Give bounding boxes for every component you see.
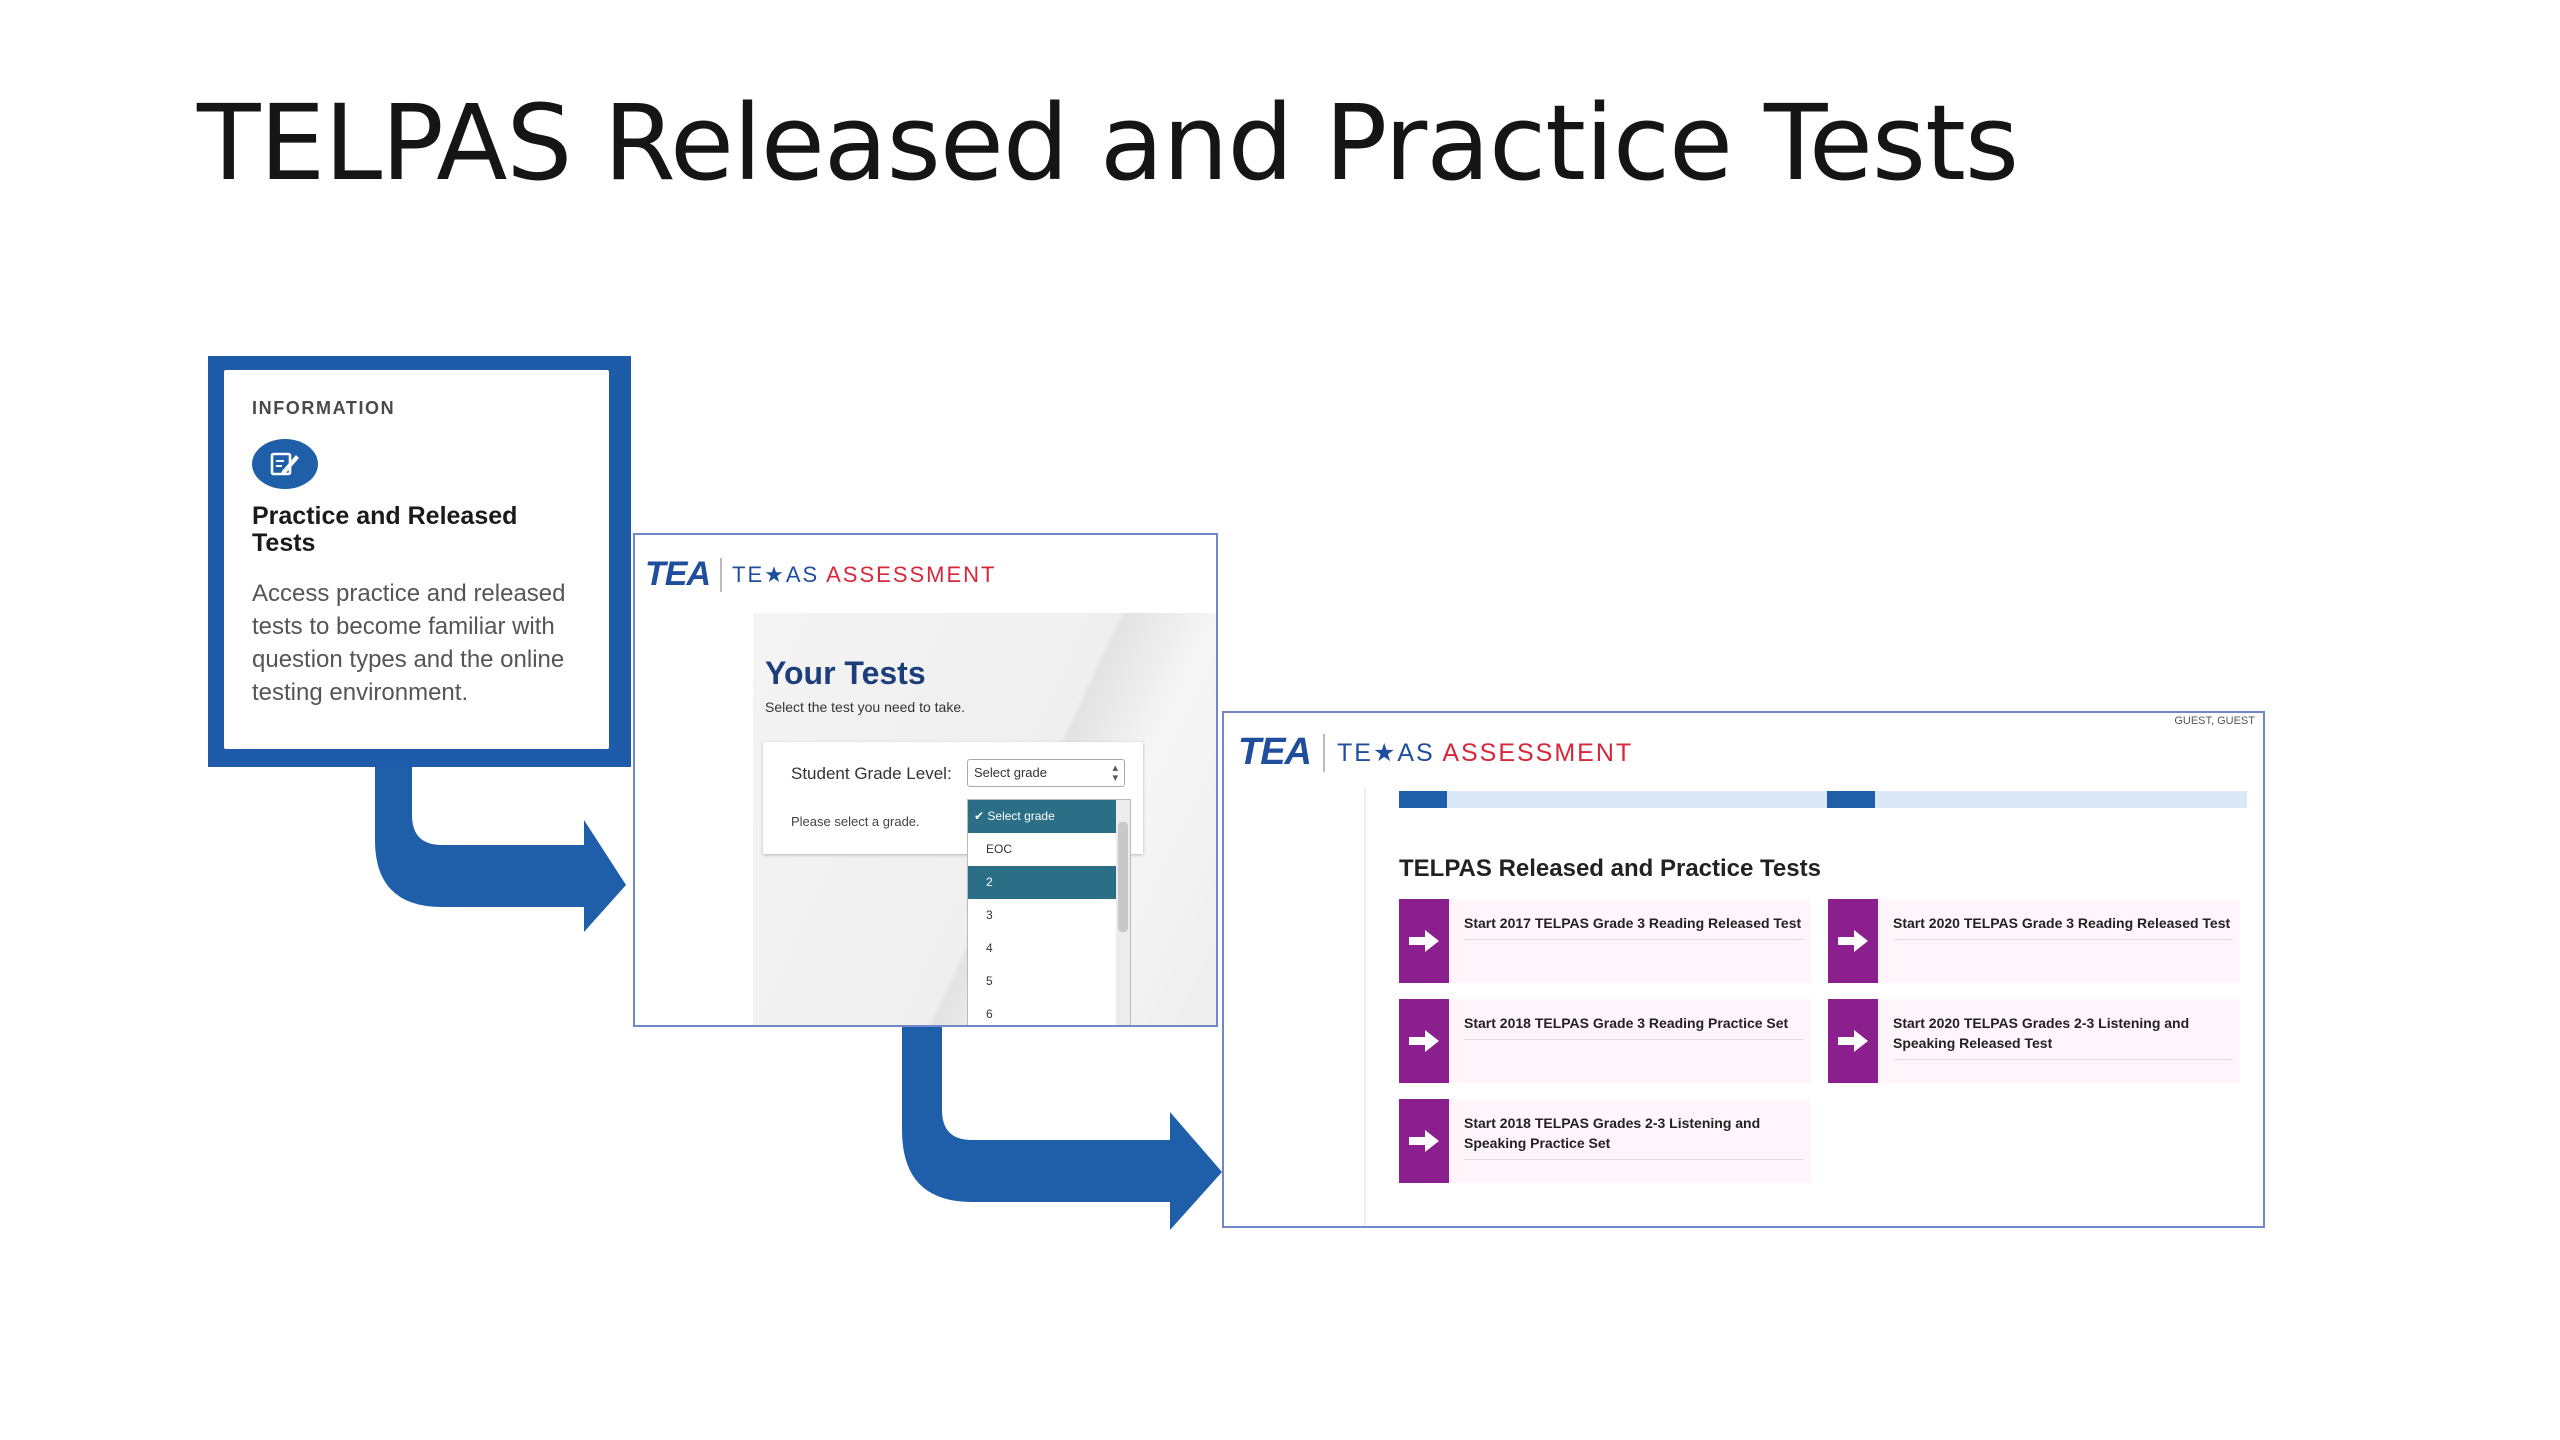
tests-list-title: TELPAS Released and Practice Tests: [1399, 855, 1821, 882]
test-label[interactable]: Start 2020 TELPAS Grades 2-3 Listening a…: [1893, 1013, 2233, 1060]
dropdown-option[interactable]: ✔ Select grade: [968, 800, 1116, 833]
test-label[interactable]: Start 2020 TELPAS Grade 3 Reading Releas…: [1893, 913, 2233, 940]
test-item[interactable]: Start 2018 TELPAS Grade 3 Reading Practi…: [1399, 999, 1811, 1083]
tea-logo: TEA: [645, 555, 711, 593]
star-icon: ★: [764, 561, 786, 587]
left-rail: [1364, 788, 1366, 1226]
tests-list-screenshot: GUEST, GUEST TEA TE★AS ASSESSMENT TELPAS…: [1222, 711, 2265, 1228]
your-tests-screenshot: TEA TE★AS ASSESSMENT Your Tests Select t…: [633, 533, 1218, 1027]
progress-segment: [1827, 791, 1875, 808]
arrow-right-icon: [1409, 1130, 1439, 1152]
logo-divider: [1323, 733, 1325, 772]
dropdown-option[interactable]: 3: [986, 908, 993, 922]
grade-hint: Please select a grade.: [791, 814, 920, 829]
info-card[interactable]: INFORMATION Practice and Released Tests …: [224, 370, 609, 749]
info-card-frame[interactable]: INFORMATION Practice and Released Tests …: [208, 356, 631, 767]
logo-divider: [720, 557, 722, 592]
test-item[interactable]: Start 2018 TELPAS Grades 2-3 Listening a…: [1399, 1099, 1811, 1183]
test-label[interactable]: Start 2018 TELPAS Grades 2-3 Listening a…: [1464, 1113, 1804, 1160]
start-test-button[interactable]: [1399, 1099, 1449, 1183]
texas-assessment-logo: TE★AS ASSESSMENT: [1337, 738, 1634, 767]
test-label[interactable]: Start 2018 TELPAS Grade 3 Reading Practi…: [1464, 1013, 1804, 1040]
start-test-button[interactable]: [1828, 999, 1878, 1083]
texas-assessment-logo: TE★AS ASSESSMENT: [732, 561, 997, 587]
document-edit-icon: [252, 439, 318, 489]
star-icon: ★: [1372, 738, 1398, 767]
test-item[interactable]: Start 2020 TELPAS Grade 3 Reading Releas…: [1828, 899, 2240, 983]
progress-track: [1399, 791, 2247, 808]
start-test-button[interactable]: [1399, 999, 1449, 1083]
arrow-right-icon: [1838, 1030, 1868, 1052]
test-item[interactable]: Start 2017 TELPAS Grade 3 Reading Releas…: [1399, 899, 1811, 983]
scrollbar-thumb[interactable]: [1118, 822, 1128, 932]
grade-dropdown-list[interactable]: ✔ Select grade EOC 2 3 4 5 6: [967, 799, 1131, 1025]
check-icon: ✔: [974, 809, 988, 823]
info-description: Access practice and released tests to be…: [252, 580, 566, 706]
info-heading: Practice and Released Tests: [252, 502, 518, 557]
updown-chevron-icon: ▴▾: [1112, 762, 1118, 784]
grade-select[interactable]: Select grade ▴▾: [967, 759, 1125, 787]
start-test-button[interactable]: [1828, 899, 1878, 983]
curved-arrow-icon: [902, 1026, 1222, 1230]
info-kicker: INFORMATION: [252, 398, 396, 418]
dropdown-option-selected[interactable]: 2: [968, 866, 1116, 899]
arrow-right-icon: [1409, 1030, 1439, 1052]
arrow-right-icon: [1838, 930, 1868, 952]
test-item[interactable]: Start 2020 TELPAS Grades 2-3 Listening a…: [1828, 999, 2240, 1083]
dropdown-option[interactable]: 5: [986, 974, 993, 988]
header-logos: TEA TE★AS ASSESSMENT: [1238, 731, 1633, 774]
slide-title: TELPAS Released and Practice Tests: [197, 82, 2019, 204]
start-test-button[interactable]: [1399, 899, 1449, 983]
grade-select-value: Select grade: [974, 765, 1047, 780]
dropdown-option[interactable]: 4: [986, 941, 993, 955]
dropdown-option[interactable]: 6: [986, 1007, 993, 1021]
header-logos: TEA TE★AS ASSESSMENT: [645, 555, 997, 594]
page-title: Your Tests: [765, 655, 926, 691]
tea-logo: TEA: [1238, 731, 1312, 773]
curved-arrow-icon: [375, 767, 626, 932]
page-subtitle: Select the test you need to take.: [765, 699, 966, 715]
arrow-right-icon: [1409, 930, 1439, 952]
dropdown-option[interactable]: EOC: [986, 842, 1013, 856]
user-name: GUEST, GUEST: [2174, 715, 2255, 727]
dropdown-scrollbar[interactable]: [1116, 800, 1130, 1025]
progress-segment: [1399, 791, 1447, 808]
test-label[interactable]: Start 2017 TELPAS Grade 3 Reading Releas…: [1464, 913, 1804, 940]
grade-label: Student Grade Level:: [791, 764, 952, 783]
